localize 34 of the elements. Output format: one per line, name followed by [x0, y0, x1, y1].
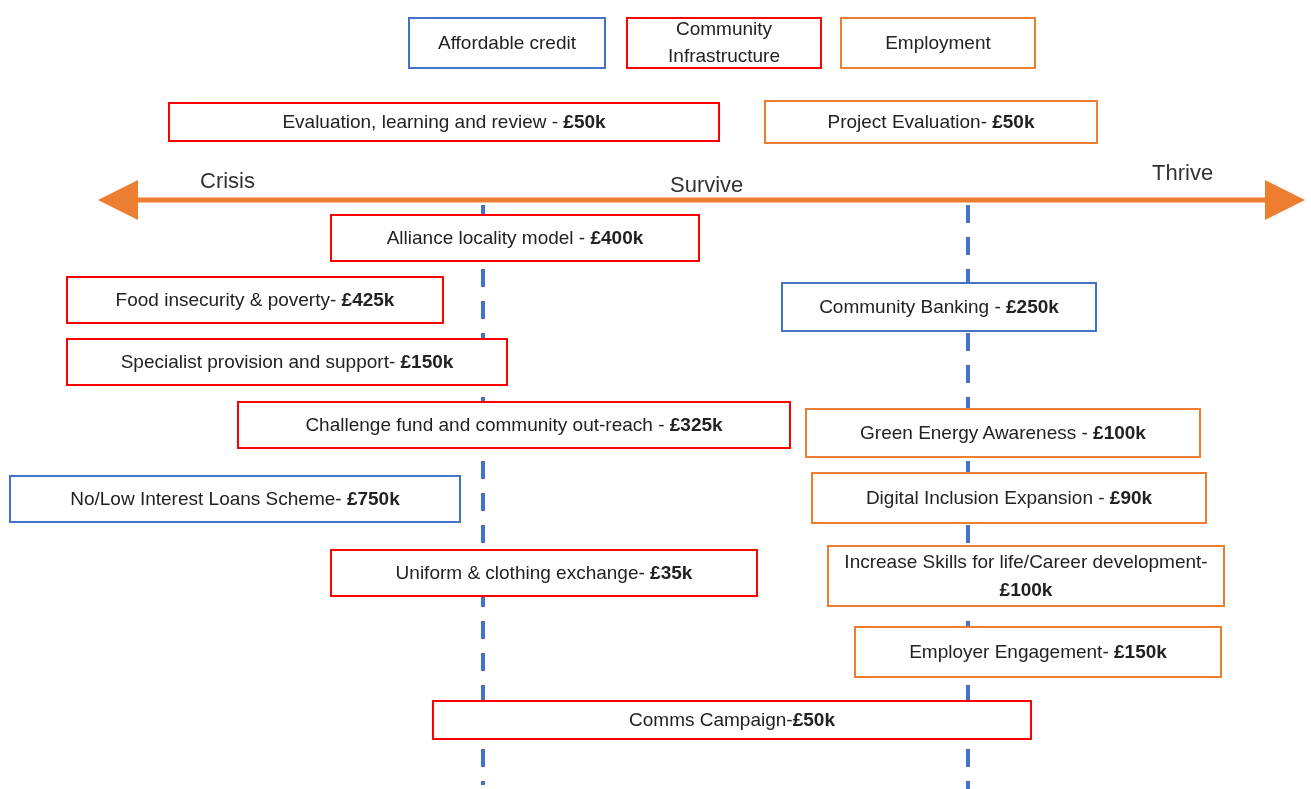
funding-item-text: Green Energy Awareness - £100k	[860, 420, 1146, 445]
funding-item-text: Challenge fund and community out-reach - £325k	[305, 412, 723, 437]
funding-box	[805, 408, 1201, 458]
funding-item-text: Community Banking - £250k	[819, 294, 1059, 319]
axis-label: Crisis	[200, 168, 255, 194]
legend-box: Employment	[840, 17, 1036, 69]
funding-box	[330, 214, 700, 262]
funding-box	[66, 338, 508, 386]
funding-item-text: Increase Skills for life/Career development- £100k	[843, 549, 1209, 602]
funding-box	[432, 700, 1032, 740]
legend-box: Affordable credit	[408, 17, 606, 69]
funding-item-text: Digital Inclusion Expansion - £90k	[865, 485, 1153, 510]
axis-label: Survive	[670, 172, 744, 198]
funding-box	[781, 282, 1097, 332]
funding-box	[854, 626, 1222, 678]
funding-box	[9, 475, 461, 523]
funding-box	[827, 545, 1225, 607]
legend-box: Community Infrastructure	[626, 17, 822, 69]
funding-item-text: Specialist provision and support- £150k	[120, 349, 454, 374]
funding-box	[764, 100, 1098, 144]
funding-item-text: Comms Campaign-£50k	[629, 707, 835, 732]
funding-item-text: Alliance locality model - £400k	[386, 225, 644, 250]
funding-item-text: Employer Engagement- £150k	[909, 639, 1167, 664]
funding-item-text: Project Evaluation- £50k	[827, 109, 1035, 134]
funding-box	[168, 102, 720, 142]
funding-item-text: Food insecurity & poverty- £425k	[115, 287, 395, 312]
funding-box	[237, 401, 791, 449]
axis-label: Thrive	[1152, 160, 1214, 186]
funding-box	[66, 276, 444, 324]
funding-item-text: No/Low Interest Loans Scheme- £750k	[70, 486, 400, 511]
funding-item-text: Uniform & clothing exchange- £35k	[395, 560, 693, 585]
funding-box	[330, 549, 758, 597]
funding-item-text: Evaluation, learning and review - £50k	[282, 109, 606, 134]
funding-box	[811, 472, 1207, 524]
